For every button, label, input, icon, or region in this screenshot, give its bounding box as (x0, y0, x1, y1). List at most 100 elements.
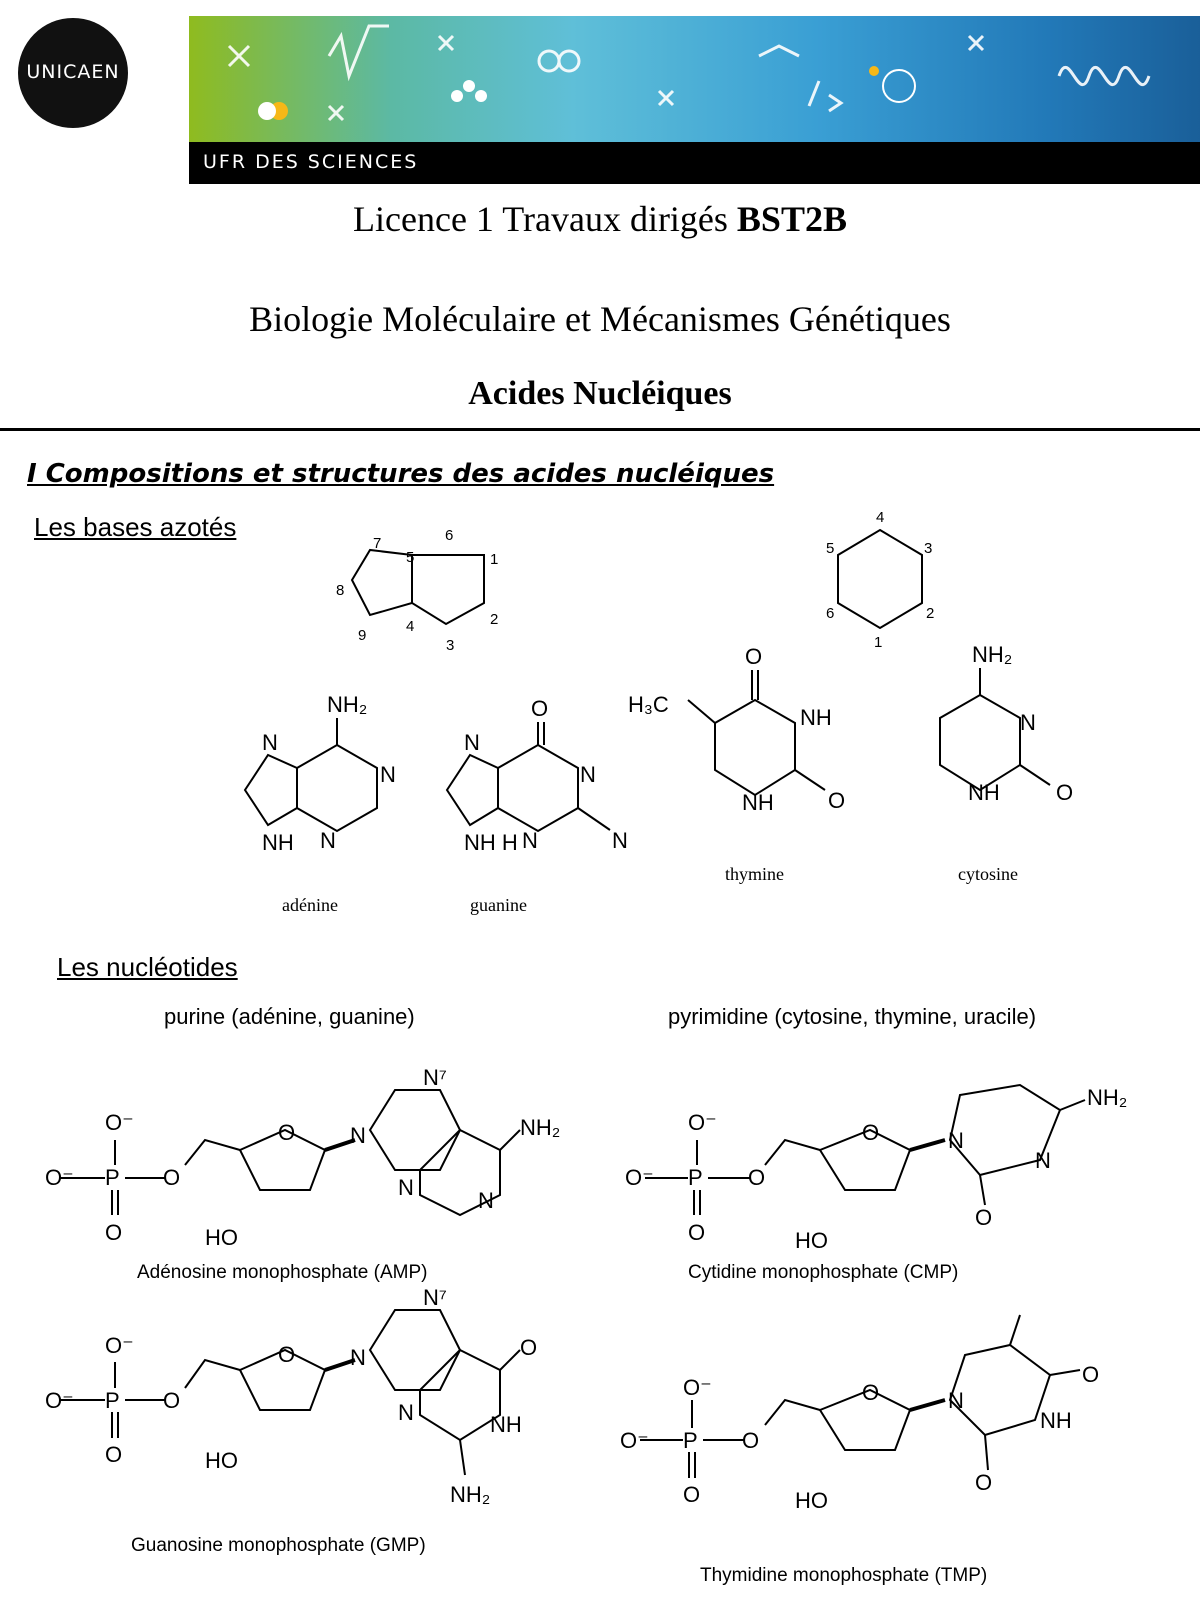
svg-text:NH₂: NH₂ (327, 692, 367, 717)
tmp-structure (640, 1314, 1081, 1478)
svg-text:6: 6 (826, 605, 834, 622)
amp-label: Adénosine monophosphate (AMP) (137, 1262, 428, 1283)
svg-text:NH: NH (800, 705, 832, 730)
svg-text:5: 5 (406, 549, 414, 566)
cytosine-structure (939, 668, 1051, 792)
svg-text:O: O (278, 1342, 295, 1367)
section-heading: I Compositions et structures des acides … (27, 459, 775, 489)
guanine-structure (445, 722, 611, 833)
svg-text:O: O (105, 1220, 122, 1245)
cytosine-label: cytosine (958, 864, 1018, 884)
svg-text:N: N (1020, 710, 1036, 735)
svg-text:O⁻: O⁻ (683, 1375, 712, 1400)
svg-text:NH: NH (262, 830, 294, 855)
svg-text:O: O (828, 788, 845, 813)
svg-text:O⁻: O⁻ (625, 1165, 654, 1190)
svg-text:3: 3 (446, 637, 454, 654)
svg-text:NH₂: NH₂ (1087, 1085, 1127, 1110)
svg-text:P: P (683, 1428, 698, 1453)
svg-text:N: N (580, 762, 596, 787)
svg-text:O: O (520, 1335, 537, 1360)
svg-text:N: N (522, 828, 538, 853)
svg-text:NH: NH (1040, 1408, 1072, 1433)
svg-text:8: 8 (336, 582, 344, 599)
gmp-structure (60, 1309, 521, 1476)
svg-text:N⁷: N⁷ (423, 1285, 447, 1310)
pyrimidine-label: pyrimidine (cytosine, thymine, uracile) (668, 1004, 1037, 1029)
banner-decoration (227, 24, 1151, 122)
course-code: BST2B (736, 199, 847, 239)
svg-text:O: O (748, 1165, 765, 1190)
svg-text:HO: HO (205, 1225, 238, 1250)
svg-text:N: N (262, 730, 278, 755)
svg-text:O: O (1082, 1362, 1099, 1387)
svg-text:O: O (531, 696, 548, 721)
svg-text:4: 4 (876, 509, 884, 526)
svg-text:2: 2 (490, 611, 498, 628)
svg-text:O⁻: O⁻ (105, 1333, 134, 1358)
svg-text:N: N (478, 1188, 494, 1213)
svg-text:1: 1 (874, 634, 882, 651)
thymine-structure (687, 670, 826, 797)
cmp-structure (645, 1083, 1086, 1215)
svg-text:7: 7 (373, 535, 381, 552)
svg-text:N⁷: N⁷ (423, 1065, 447, 1090)
svg-text:O⁻: O⁻ (688, 1110, 717, 1135)
purine-label: purine (adénine, guanine) (164, 1004, 415, 1029)
cmp-label: Cytidine monophosphate (CMP) (688, 1262, 959, 1283)
svg-text:O⁻: O⁻ (45, 1388, 74, 1413)
svg-text:O: O (105, 1442, 122, 1467)
guanine-label: guanine (470, 895, 527, 915)
thymine-label: thymine (725, 864, 784, 884)
svg-text:O: O (688, 1220, 705, 1245)
amp-structure (60, 1089, 521, 1217)
svg-text:O: O (862, 1120, 879, 1145)
svg-text:N: N (320, 828, 336, 853)
svg-text:O: O (1056, 780, 1073, 805)
svg-text:NH: NH (742, 790, 774, 815)
svg-text:O: O (862, 1380, 879, 1405)
svg-text:NH: NH (490, 1412, 522, 1437)
svg-text:6: 6 (445, 527, 453, 544)
svg-text:P: P (688, 1165, 703, 1190)
svg-text:O: O (163, 1388, 180, 1413)
svg-text:N: N (380, 762, 396, 787)
faculty-strip: UFR DES SCIENCES (189, 142, 1200, 184)
faculty-label: UFR DES SCIENCES (203, 151, 419, 173)
svg-text:P: P (105, 1388, 120, 1413)
svg-text:N: N (612, 828, 628, 853)
svg-text:N: N (398, 1175, 414, 1200)
svg-text:NH₂: NH₂ (972, 642, 1012, 667)
svg-text:N: N (464, 730, 480, 755)
adenine-label: adénine (282, 895, 338, 915)
unicaen-logo: UNICAEN (18, 18, 128, 128)
tmp-label: Thymidine monophosphate (TMP) (700, 1565, 988, 1586)
svg-text:O: O (742, 1428, 759, 1453)
svg-text:O: O (683, 1482, 700, 1507)
svg-text:N: N (350, 1345, 366, 1370)
svg-text:N: N (350, 1123, 366, 1148)
svg-text:5: 5 (826, 540, 834, 557)
svg-text:HO: HO (205, 1448, 238, 1473)
svg-text:N: N (398, 1400, 414, 1425)
svg-text:1: 1 (490, 551, 498, 568)
svg-text:O: O (278, 1120, 295, 1145)
title-divider (0, 428, 1200, 431)
svg-text:NH: NH (968, 780, 1000, 805)
svg-text:O: O (975, 1205, 992, 1230)
svg-text:O: O (163, 1165, 180, 1190)
svg-text:NH H: NH H (464, 830, 518, 855)
chapter-title: Acides Nucléiques (468, 375, 732, 412)
svg-text:O⁻: O⁻ (105, 1110, 134, 1135)
svg-text:2: 2 (926, 605, 934, 622)
pyrimidine-skeleton (837, 528, 923, 630)
svg-text:O⁻: O⁻ (45, 1165, 74, 1190)
svg-text:O: O (745, 644, 762, 669)
svg-text:4: 4 (406, 618, 414, 635)
purine-skeleton-6ring (411, 554, 485, 626)
subject-title: Biologie Moléculaire et Mécanismes Génét… (249, 299, 951, 339)
svg-text:NH₂: NH₂ (520, 1115, 560, 1140)
logo-text: UNICAEN (26, 61, 120, 83)
svg-text:HO: HO (795, 1228, 828, 1253)
